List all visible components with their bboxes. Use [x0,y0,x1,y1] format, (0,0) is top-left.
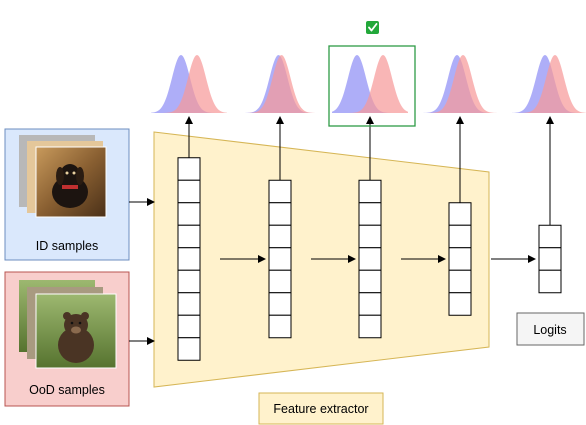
layer-cell [358,224,382,249]
logits-label: Logits [533,323,566,337]
layer-cell [448,292,472,316]
layer-5-column [538,224,562,294]
layer-cell [177,247,201,271]
ood-distribution-curve [242,55,318,113]
layer-cell [268,314,292,339]
layer-cell [448,247,472,271]
check-mark-icon [366,21,379,34]
distribution-pair-5 [512,55,586,113]
distributions-group [151,55,586,113]
layer-cell [177,269,201,294]
layer-cell [358,179,382,204]
layer-4-column [448,202,472,316]
layer-cell [268,247,292,271]
distribution-pair-4 [422,55,498,113]
ood-distribution-curve [422,55,498,113]
layer-cell [358,292,382,316]
ood-samples-box: OoD samples [4,271,130,407]
feature-extractor-box: Feature extractor [258,392,384,425]
layer-cell [177,337,201,361]
ood-distribution-curve [512,55,586,113]
layer-cell [268,269,292,294]
layer-cell [268,292,292,316]
layer-cell [268,224,292,249]
layer-cell [448,202,472,226]
layer-cell [538,269,562,294]
layer-2-column [268,179,292,339]
ood-distribution-curve [151,55,227,113]
layer-cell [358,314,382,339]
layers-group [177,116,562,361]
layer-cell [358,202,382,226]
layer-cell [538,224,562,249]
layer-cell [177,292,201,316]
ood-sample-images [19,280,117,369]
layer-3-column [358,179,382,339]
layer-1-column [177,157,201,361]
logits-box: Logits [516,312,585,346]
layer-cell [448,269,472,294]
layer-cell [177,179,201,204]
id-samples-label: ID samples [36,239,99,253]
ood-samples-label: OoD samples [29,383,105,397]
id-distribution-curve [332,55,408,113]
layer-cell [358,247,382,271]
feature-extractor-label: Feature extractor [273,402,368,416]
layer-cell [177,224,201,249]
layer-cell [268,202,292,226]
distribution-pair-2 [242,55,318,113]
layer-cell [448,224,472,249]
layer-cell [358,269,382,294]
id-sample-images [19,135,107,218]
layer-cell [177,157,201,181]
layer-cell [177,314,201,339]
selected-layer-highlight [328,45,416,127]
ood-distribution-curve [332,55,408,113]
layer-cell [177,202,201,226]
distribution-pair-3 [332,55,408,113]
id-samples-box: ID samples [4,128,130,261]
distribution-pair-1 [151,55,227,113]
layer-cell [268,179,292,204]
layer-cell [538,247,562,271]
